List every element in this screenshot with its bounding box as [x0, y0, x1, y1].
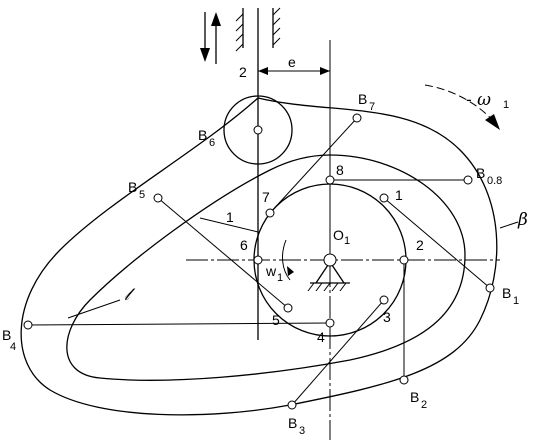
- cam-profile: [66, 154, 466, 381]
- omega-sub: 1: [277, 272, 283, 284]
- center-label: O: [333, 227, 344, 243]
- b6-label: B: [198, 127, 207, 143]
- center-lines: [186, 110, 500, 440]
- b4-sub: 4: [10, 341, 16, 353]
- cam-label: 1: [226, 209, 234, 225]
- div-label-1: 1: [395, 187, 403, 203]
- b5-sub: 5: [139, 189, 145, 201]
- b08-sub: 0.8: [487, 175, 502, 187]
- cam-rotation-arrow: [282, 239, 294, 281]
- b2-label: B: [410, 389, 419, 405]
- center-sub: 1: [344, 235, 350, 247]
- div-label-7: 7: [262, 189, 270, 205]
- b7-sub: 7: [369, 101, 375, 113]
- division-points: [253, 175, 409, 328]
- b3-label: B: [288, 415, 297, 431]
- div-label-4: 4: [317, 329, 325, 345]
- b1-sub: 1: [513, 295, 519, 307]
- omega-label: w: [265, 263, 277, 279]
- neg-omega-label: - ω: [466, 90, 491, 110]
- div-label-6: 6: [240, 237, 248, 253]
- neg-omega-arrow: [424, 84, 500, 130]
- b5-label: B: [128, 179, 137, 195]
- b6-sub: 6: [209, 137, 215, 149]
- b7-label: B: [358, 91, 367, 107]
- div-label-3: 3: [383, 309, 391, 325]
- b3-sub: 3: [299, 425, 305, 437]
- offset-dimension: [258, 40, 331, 265]
- follower-label: 2: [239, 64, 247, 80]
- construction-lines: [27, 117, 491, 406]
- ground-symbol: [307, 261, 350, 292]
- b1-label: B: [502, 285, 511, 301]
- div-label-8: 8: [336, 162, 344, 178]
- offset-label: e: [288, 54, 296, 70]
- center-point: [323, 253, 337, 267]
- div-label-2: 2: [416, 237, 424, 253]
- neg-omega-sub: 1: [503, 99, 509, 111]
- div-label-5: 5: [272, 312, 280, 328]
- pitch-curve-label: β: [517, 210, 528, 230]
- b08-label: B: [476, 165, 485, 181]
- profile-label: 𝓁: [124, 285, 136, 305]
- b4-label: B: [2, 327, 11, 343]
- motion-arrows: [200, 12, 221, 64]
- follower-guide: [235, 7, 281, 52]
- roller-circle: [223, 95, 293, 165]
- b-points: [23, 113, 495, 410]
- b2-sub: 2: [421, 399, 427, 411]
